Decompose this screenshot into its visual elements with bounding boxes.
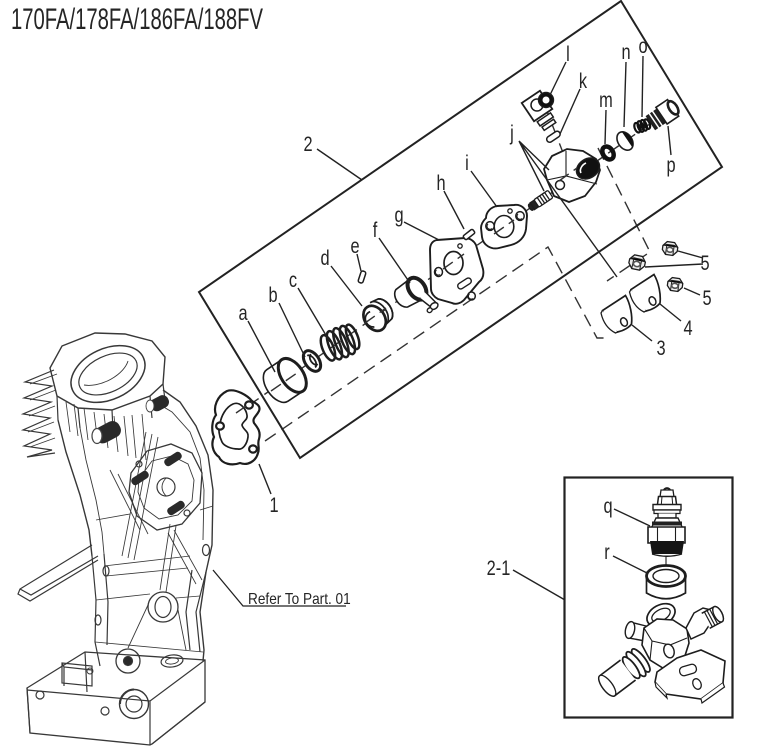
svg-text:h: h [436,171,445,194]
svg-text:5: 5 [700,251,709,274]
svg-text:5: 5 [702,286,711,309]
svg-text:n: n [621,40,630,63]
svg-text:4: 4 [683,316,692,339]
svg-text:f: f [373,218,378,241]
svg-text:g: g [394,203,403,226]
svg-text:1: 1 [269,493,278,516]
svg-text:r: r [604,540,609,563]
svg-text:2: 2 [303,132,312,155]
svg-text:b: b [268,283,277,306]
svg-text:2-1: 2-1 [487,556,511,579]
svg-text:a: a [238,301,248,324]
svg-text:Refer To Part. 01: Refer To Part. 01 [248,591,351,608]
svg-text:c: c [289,268,297,291]
svg-text:p: p [666,153,675,176]
svg-text:l: l [566,42,570,65]
svg-text:o: o [638,34,647,57]
svg-text:m: m [599,88,613,111]
svg-text:q: q [603,494,612,517]
svg-text:170FA/178FA/186FA/188FV: 170FA/178FA/186FA/188FV [11,3,263,36]
svg-text:e: e [350,234,359,257]
svg-text:k: k [579,69,588,92]
svg-text:3: 3 [656,336,665,359]
svg-text:d: d [320,246,329,269]
svg-text:i: i [465,151,469,174]
svg-text:j: j [509,121,514,144]
